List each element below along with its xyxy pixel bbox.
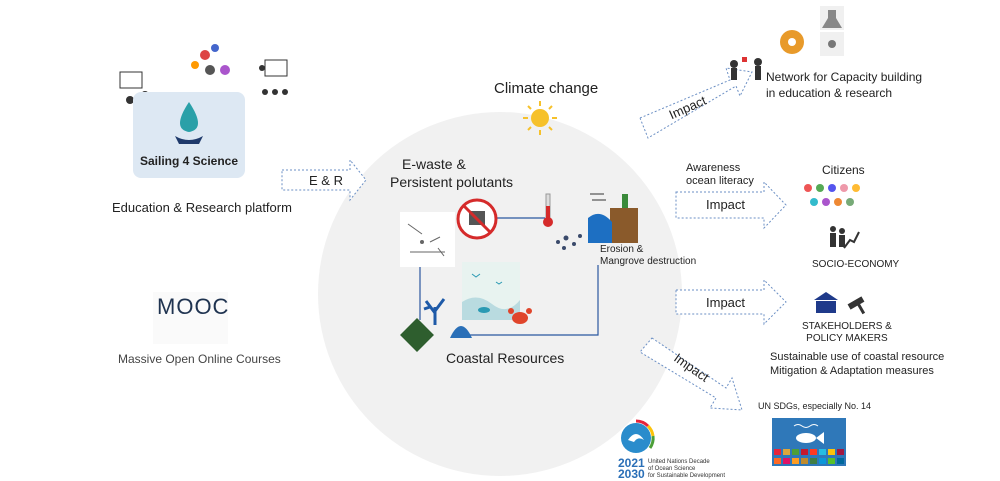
citizens-label: Citizens [822, 163, 865, 177]
sdg-caption: UN SDGs, especially No. 14 [758, 401, 872, 411]
particles-icon [556, 234, 582, 250]
socio-economy-icon [830, 226, 860, 249]
er-arrow [281, 158, 367, 202]
sdg14-icon [772, 418, 846, 466]
mooc-logo: MOOC [153, 292, 228, 344]
stakeholders-label: STAKEHOLDERS & POLICY MAKERS [802, 321, 892, 344]
erosion-icon [588, 193, 638, 243]
platform-caption: Education & Research platform [112, 200, 292, 215]
no-ewaste-icon [456, 198, 498, 240]
sail-logo-icon [175, 102, 203, 144]
sailing-4-science-box: Sailing 4 Science [133, 92, 245, 178]
pollution-icon [400, 212, 455, 267]
mooc-caption: Massive Open Online Courses [118, 352, 281, 366]
thermometer-icon [543, 193, 553, 227]
impact-arrow-lower [675, 278, 787, 326]
awareness-label: Awareness ocean literacy [686, 162, 754, 187]
coastal-resource-icon [400, 318, 434, 352]
connector-lines [419, 217, 599, 336]
crab-icon [508, 308, 532, 324]
citizens-icon [804, 184, 860, 206]
impact-label-lower: Impact [706, 295, 746, 310]
coral-icon [423, 298, 446, 325]
socio-economy-label: SOCIO-ECONOMY [812, 259, 900, 270]
sustainable-use-label: Sustainable use of coastal resource Miti… [770, 351, 945, 377]
impact-arrow-top [639, 67, 753, 139]
coastal-resources-title: Coastal Resources [446, 350, 565, 366]
sun-icon [523, 101, 557, 135]
network-icons [730, 6, 844, 80]
ocean-decade-logo-icon [621, 419, 655, 453]
er-arrow-label: E & R [309, 173, 343, 188]
network-label: Network for Capacity building in educati… [766, 70, 923, 100]
decade-text: United Nations Decade of Ocean Science f… [648, 459, 726, 479]
erosion-label: Erosion & Mangrove destruction [600, 244, 697, 267]
platform-name: Sailing 4 Science [139, 154, 239, 168]
shell-icon [450, 326, 472, 338]
impact-arrow-middle [675, 180, 787, 230]
decade-years: 2021 2030 [618, 456, 645, 481]
ewaste-title: E-waste & Persistent polutants [390, 156, 513, 190]
climate-change-title: Climate change [494, 80, 599, 97]
impact-label-middle: Impact [706, 197, 746, 212]
education-people-icons [119, 44, 288, 106]
impact-arrow-bottom [639, 337, 743, 411]
policy-makers-icon [814, 292, 866, 315]
